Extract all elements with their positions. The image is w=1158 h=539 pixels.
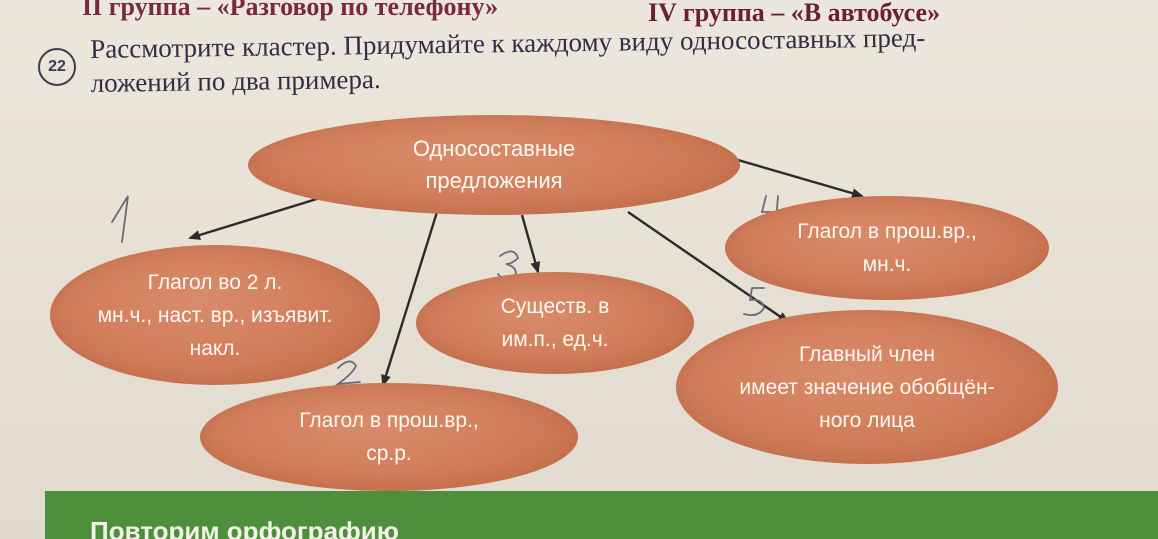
node-line: мн.ч., наст. вр., изъявит. — [97, 303, 333, 327]
section-banner-title: Повторим орфографию — [90, 516, 399, 539]
header-left: II группа – «Разговор по телефону» — [82, 0, 498, 22]
handwritten-mark-1 — [111, 195, 129, 243]
handwritten-mark-2 — [334, 360, 361, 386]
node-line: Глагол в прош.вр., — [797, 220, 977, 243]
section-banner — [45, 491, 1158, 539]
arrow-to-verb-past-plural — [737, 158, 864, 199]
arrow-to-verb-2nd-person — [188, 196, 321, 240]
node-line: Главный член — [798, 342, 935, 366]
cluster-center-line-2: предложения — [425, 168, 563, 193]
handwritten-mark-5 — [743, 287, 765, 317]
cluster-center-line-1: Односоставные — [412, 136, 576, 161]
cluster-center: Односоставные предложения — [248, 115, 740, 215]
node-line: мн.ч. — [862, 253, 912, 276]
cluster-node-verb-past-neuter: Глагол в прош.вр., ср.р. — [200, 383, 578, 491]
cluster-node-verb-2nd-person: Глагол во 2 л. мн.ч., наст. вр., изъявит… — [50, 245, 380, 385]
node-line: накл. — [189, 336, 241, 360]
cluster-node-noun-nominative: Существ. в им.п., ед.ч. — [416, 272, 694, 374]
group-two-title: II группа – «Разговор по телефону» — [82, 0, 499, 21]
node-line: им.п., ед.ч. — [501, 328, 609, 351]
task-number: 22 — [38, 48, 76, 86]
node-line: имеет значение обобщён- — [739, 375, 995, 399]
cluster-node-generalized-person: Главный член имеет значение обобщён- ног… — [676, 310, 1058, 464]
cluster-node-verb-past-plural: Глагол в прош.вр., мн.ч. — [725, 196, 1049, 300]
node-line: Существ. в — [500, 295, 610, 318]
node-line: Глагол в прош.вр., — [299, 409, 479, 432]
node-line: ного лица — [819, 408, 915, 432]
arrow-to-verb-past-neuter — [381, 211, 439, 387]
node-line: ср.р. — [366, 442, 412, 465]
node-line: Глагол во 2 л. — [147, 270, 283, 294]
group-four-title: IV группа – «В автобусе» — [648, 0, 941, 27]
arrow-to-noun-nominative — [520, 214, 541, 274]
